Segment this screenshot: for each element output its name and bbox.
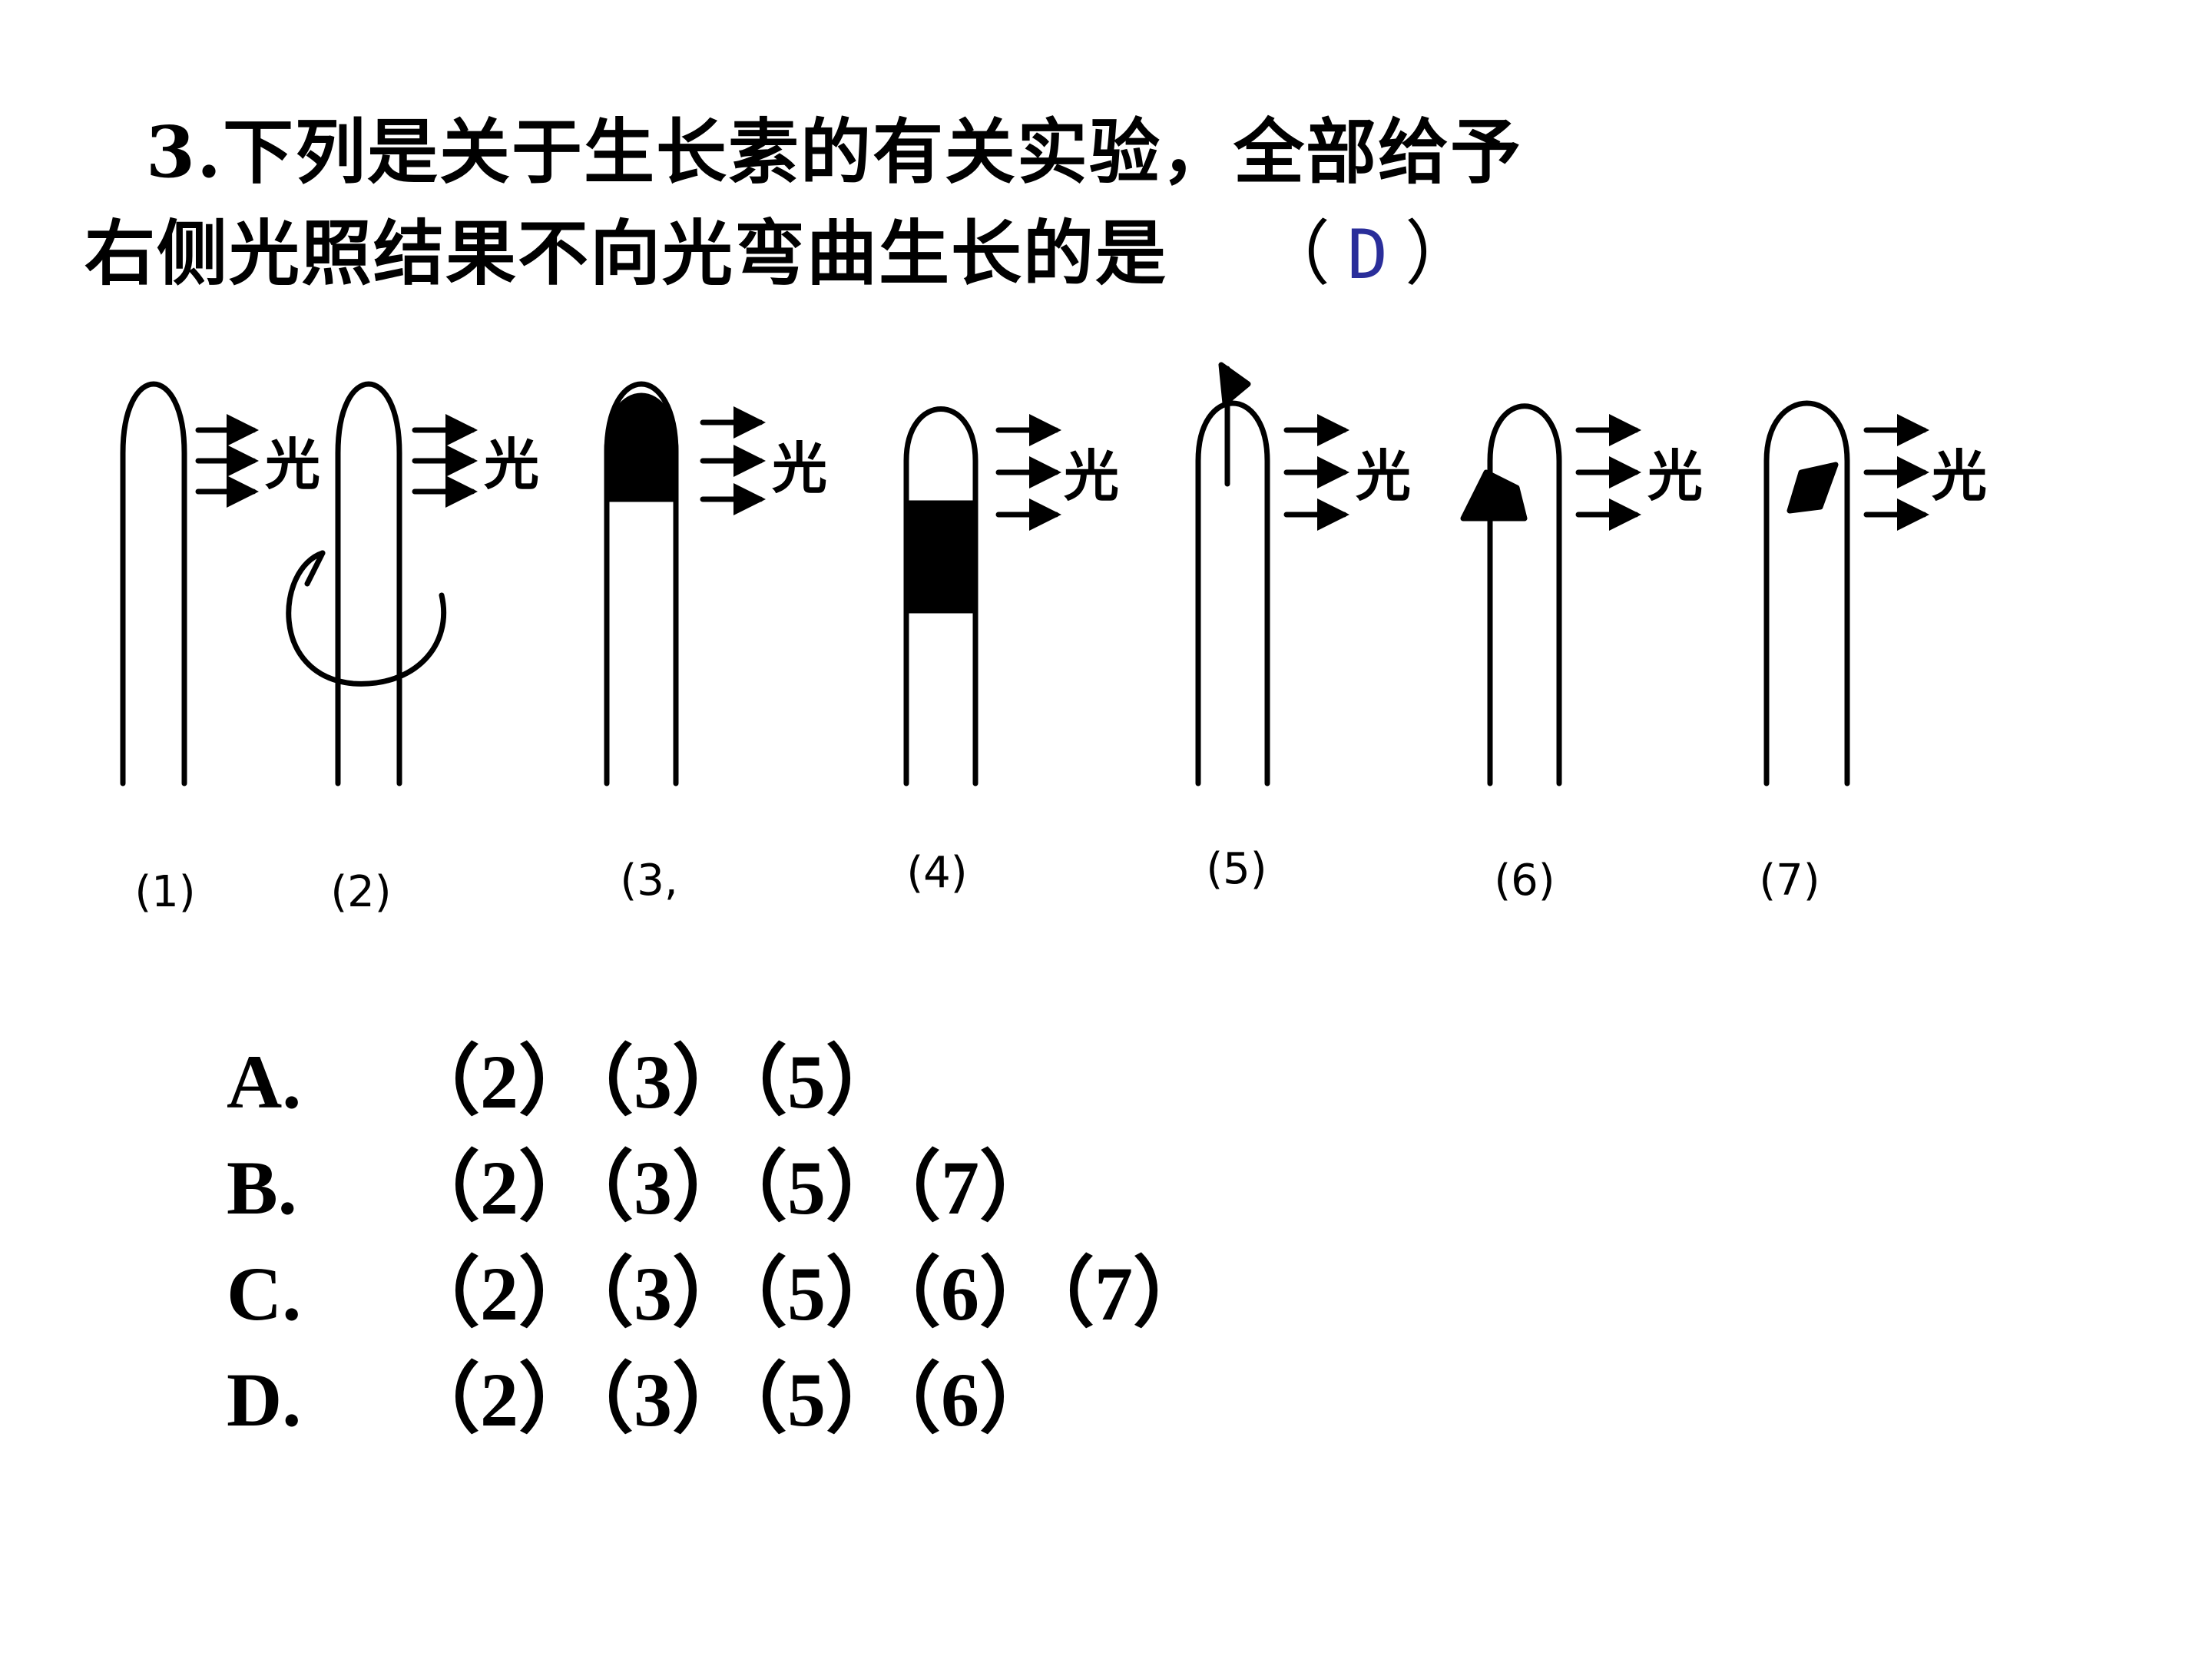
panel-label-2: (2) (330, 867, 391, 917)
question-line-1: 3.下列是关于生长素的有关实验，全部给予 (146, 111, 1523, 194)
light-label-3: 光 (772, 435, 827, 501)
light-arrows-6 (1575, 414, 1641, 531)
light-arrows-2 (412, 414, 478, 508)
light-arrows-7 (1863, 414, 1929, 531)
light-arrows-5 (1283, 414, 1349, 531)
rotation-arrow (286, 550, 447, 687)
option-b-letter: B. (227, 1145, 297, 1230)
light-arrows-3 (700, 406, 766, 515)
option-b-text: （2）（3）（5）（7） (403, 1145, 1056, 1230)
option-c: C. （2）（3）（5）（6）（7） (227, 1241, 1210, 1347)
panel-label-6: (6) (1494, 856, 1555, 906)
answer-letter: D (1347, 215, 1390, 294)
coleoptile-2 (335, 381, 402, 786)
option-c-text: （2）（3）（5）（6）（7） (403, 1251, 1210, 1336)
light-label-5: 光 (1356, 443, 1411, 508)
coleoptile-experiment-figure: 光 光 光 光 光 光 光 (1) (2) (3, (4) (5) (6) (7… (120, 362, 1987, 917)
light-label-1: 光 (265, 432, 320, 497)
option-a-text: （2）（3）（5） (403, 1039, 902, 1124)
option-c-letter: C. (227, 1251, 302, 1336)
coleoptile-4 (903, 406, 979, 786)
question-line-2-text: 右侧光照结果不向光弯曲生长的是 (84, 212, 1168, 295)
light-label-6: 光 (1647, 443, 1703, 508)
option-a: A. （2）（3）（5） (227, 1029, 1210, 1135)
panel-label-7: (7) (1759, 856, 1820, 906)
option-b: B. （2）（3）（5）（7） (227, 1135, 1210, 1241)
option-a-letter: A. (227, 1039, 302, 1124)
panel-label-5: (5) (1206, 844, 1267, 894)
light-label-7: 光 (1932, 443, 1987, 508)
panel-label-3: (3, (620, 856, 677, 906)
coleoptile-1 (120, 381, 187, 786)
light-label-2: 光 (484, 432, 539, 497)
option-d-letter: D. (227, 1357, 302, 1442)
coleoptile-7 (1763, 400, 1850, 786)
light-arrows-1 (195, 414, 259, 508)
panel-label-1: (1) (134, 867, 195, 917)
coleoptile-6 (1460, 403, 1562, 786)
answer-paren-open: （ (1260, 213, 1333, 295)
answer-options: A. （2）（3）（5） B. （2）（3）（5）（7） C. （2）（3）（5）（6… (227, 1029, 1210, 1453)
question-line-2: 右侧光照结果不向光弯曲生长的是（D） (84, 218, 1477, 290)
option-d-text: （2）（3）（5）（6） (403, 1357, 1056, 1442)
answer-paren-close: ） (1405, 213, 1478, 295)
light-label-4: 光 (1064, 443, 1119, 508)
coleoptile-3 (604, 381, 679, 786)
panel-label-4: (4) (906, 848, 967, 898)
coleoptile-5 (1195, 362, 1270, 786)
option-d: D. （2）（3）（5）（6） (227, 1347, 1210, 1453)
light-arrows-4 (995, 414, 1061, 531)
